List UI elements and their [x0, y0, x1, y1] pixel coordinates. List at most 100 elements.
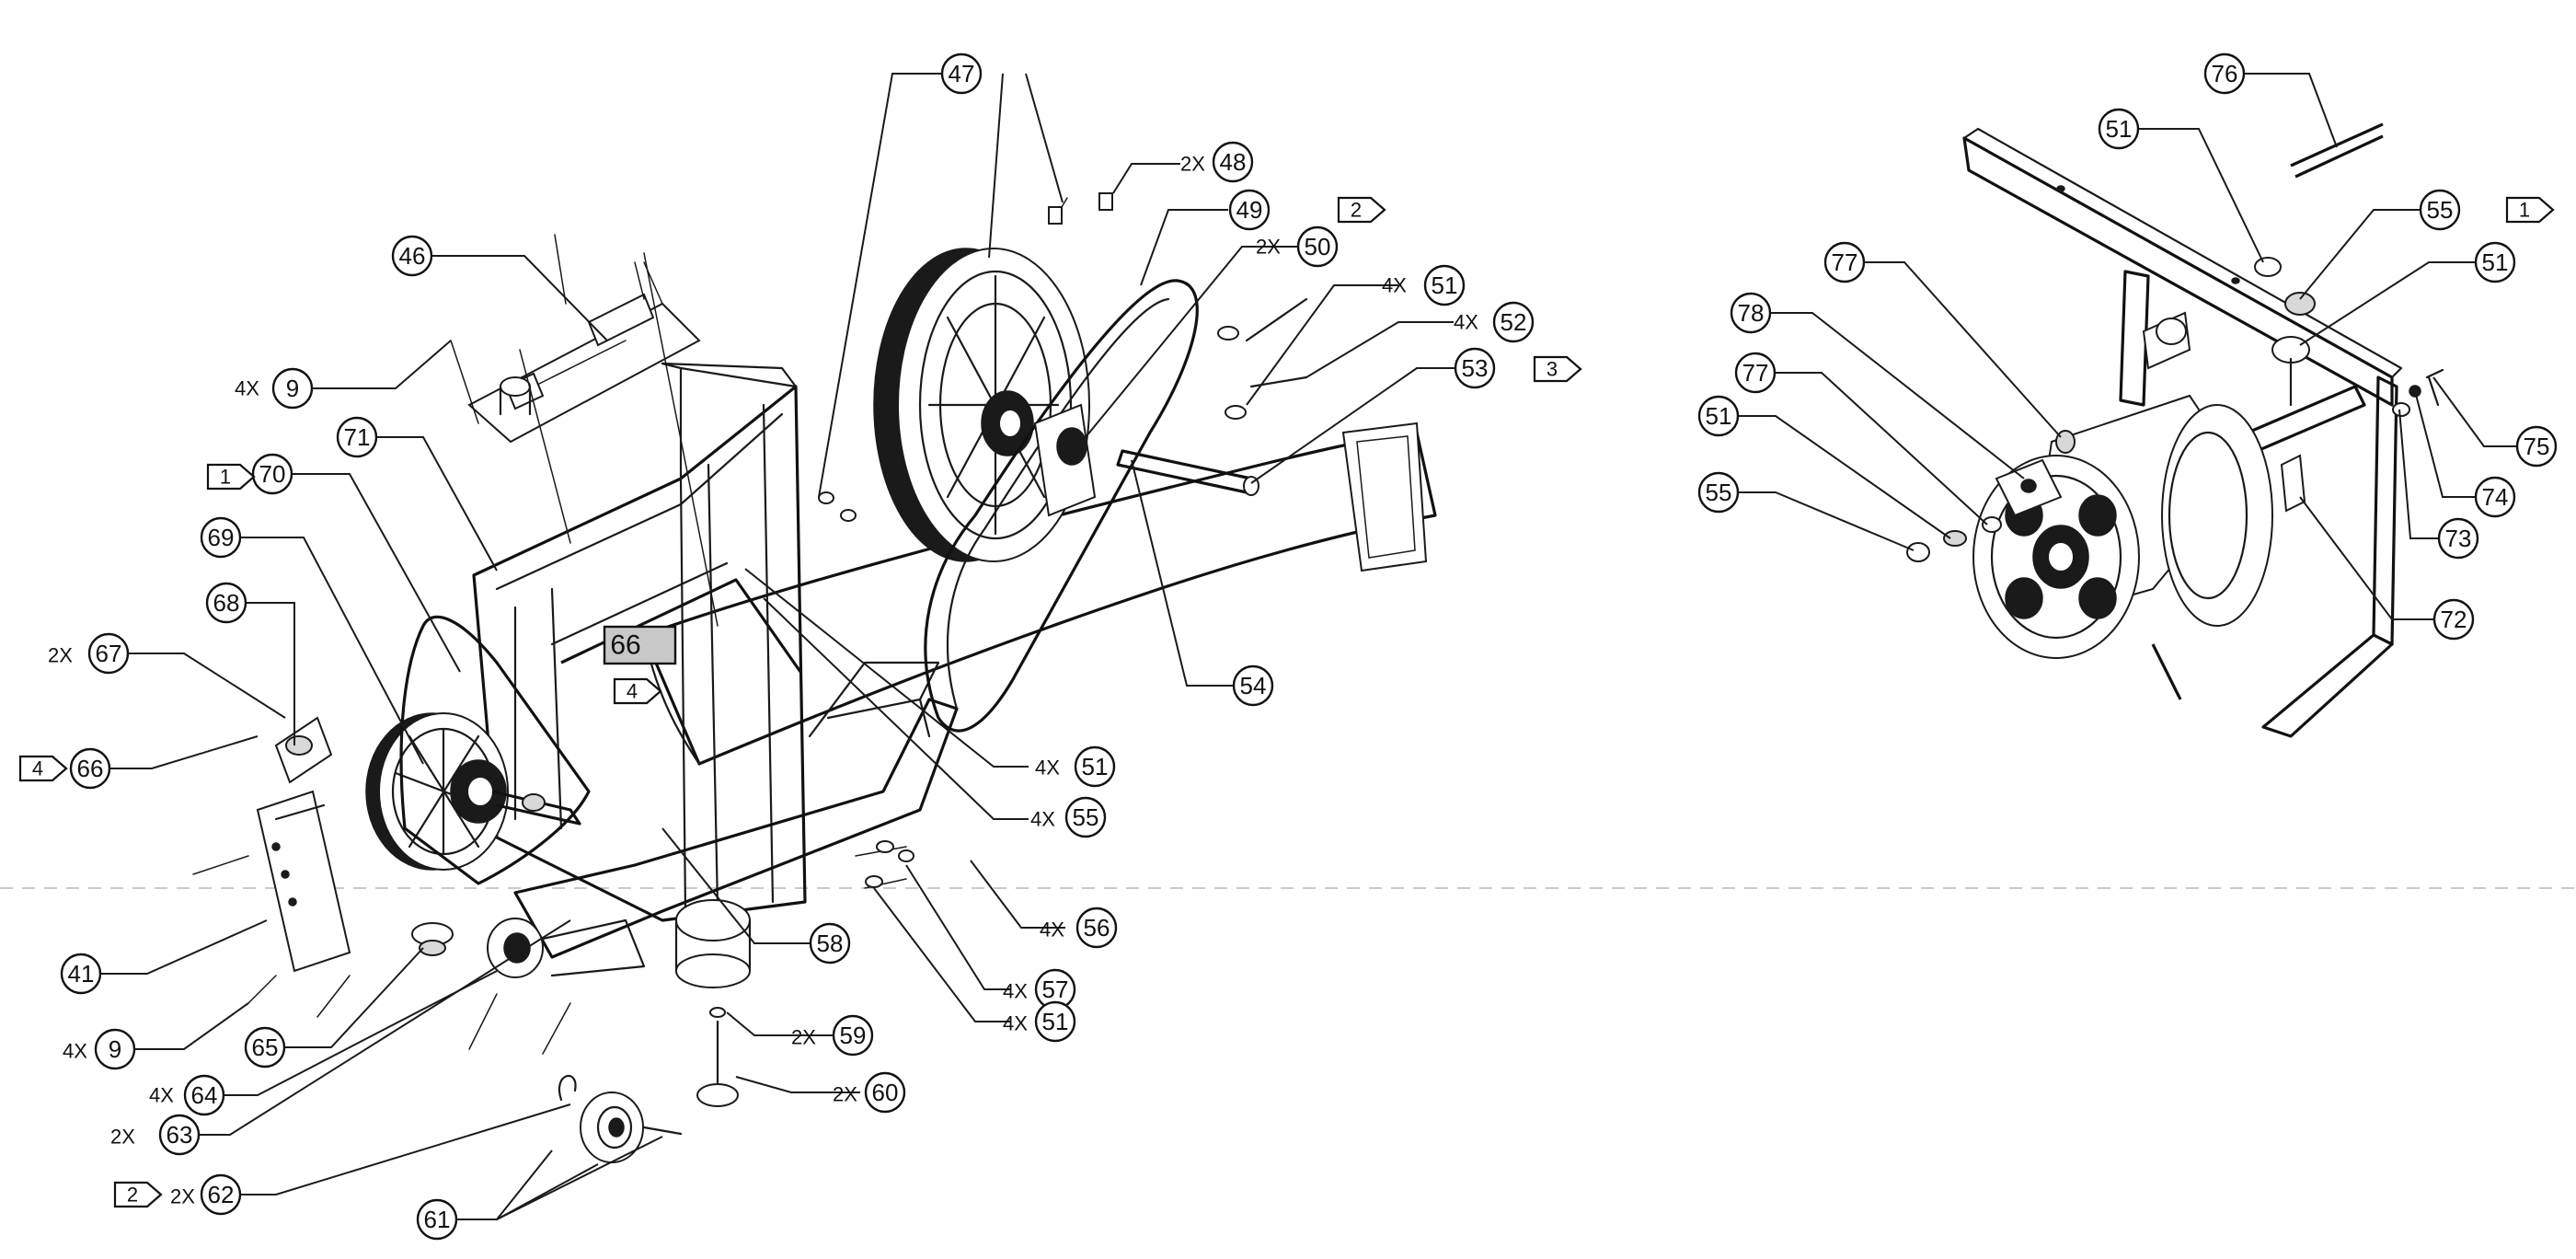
svg-text:4X: 4X	[63, 1040, 87, 1063]
svg-text:2: 2	[1351, 199, 1362, 222]
flag-3: 3	[1533, 355, 1582, 383]
svg-text:2X: 2X	[791, 1026, 816, 1049]
svg-text:4: 4	[627, 680, 638, 703]
svg-text:77: 77	[1832, 248, 1858, 276]
leader-lines	[101, 73, 2516, 1220]
svg-text:58: 58	[817, 930, 844, 957]
callout-61: 61	[416, 1198, 458, 1241]
svg-text:2X: 2X	[170, 1185, 195, 1208]
top-bracket-plate	[467, 302, 701, 444]
svg-text:68: 68	[213, 589, 240, 617]
callout-63: 2X 63	[110, 1114, 201, 1156]
svg-text:2: 2	[127, 1184, 138, 1207]
callout-41: 41	[60, 953, 102, 995]
svg-text:4X: 4X	[1030, 808, 1055, 831]
svg-text:71: 71	[344, 423, 371, 451]
callout-67: 2X 67	[48, 632, 130, 675]
mount-foot	[2261, 633, 2394, 738]
callout-60: 2X 60	[833, 1071, 906, 1114]
motor-generator	[1972, 394, 2273, 700]
reference-flags: 2 3 1 4 4 2 1	[18, 196, 2555, 1208]
callout-9-a: 4X 9	[235, 367, 314, 410]
callout-78: 78	[1730, 292, 1772, 334]
svg-text:59: 59	[840, 1022, 867, 1049]
callout-69: 69	[200, 516, 242, 559]
svg-text:47: 47	[949, 60, 975, 87]
svg-text:46: 46	[399, 242, 426, 270]
svg-text:49: 49	[1236, 196, 1263, 224]
right-assembly	[1906, 122, 2444, 738]
svg-text:64: 64	[191, 1081, 218, 1109]
svg-text:4X: 4X	[1003, 980, 1028, 1003]
svg-text:67: 67	[96, 640, 122, 667]
callout-64: 4X 64	[149, 1074, 225, 1116]
callout-51-a: 4X 51	[1382, 264, 1466, 306]
svg-text:61: 61	[424, 1206, 451, 1233]
svg-text:78: 78	[1738, 299, 1765, 327]
svg-text:53: 53	[1462, 354, 1489, 382]
label-box-66-text: 66	[610, 630, 640, 661]
callout-75: 75	[2515, 425, 2558, 468]
tensioner-assembly	[487, 918, 646, 978]
top-bolts	[450, 234, 719, 627]
svg-text:77: 77	[1742, 359, 1769, 387]
svg-text:55: 55	[1073, 803, 1099, 831]
svg-text:2X: 2X	[48, 644, 73, 667]
drive-belt-large	[924, 279, 1199, 733]
callout-77-b: 77	[1734, 352, 1777, 394]
callout-76: 76	[2203, 52, 2246, 95]
svg-text:72: 72	[2441, 606, 2467, 633]
callout-52: 4X 52	[1454, 301, 1535, 343]
callout-56: 4X 56	[1040, 907, 1118, 949]
callout-51-d: 51	[2098, 108, 2140, 150]
callout-49: 49	[1228, 189, 1271, 231]
svg-text:4X: 4X	[1454, 311, 1478, 334]
svg-text:4X: 4X	[235, 377, 259, 400]
svg-text:75: 75	[2524, 433, 2550, 460]
callout-74: 74	[2474, 476, 2516, 518]
callout-55-b: 55	[2419, 189, 2461, 231]
callout-71: 71	[336, 416, 378, 458]
svg-text:2X: 2X	[1256, 236, 1281, 259]
tube-end-flange	[1341, 422, 1428, 572]
clip-72	[2280, 454, 2306, 513]
svg-text:4: 4	[32, 757, 43, 780]
svg-text:60: 60	[872, 1079, 899, 1106]
flag-4-left: 4	[18, 755, 68, 782]
mount-post-right	[2372, 375, 2398, 646]
callout-51-f: 51	[1697, 395, 1740, 437]
svg-text:2X: 2X	[1180, 153, 1205, 176]
callout-58: 58	[809, 922, 851, 964]
svg-text:69: 69	[208, 524, 235, 551]
callout-53: 53	[1454, 347, 1496, 389]
svg-text:50: 50	[1305, 233, 1331, 260]
callout-9-b: 4X 9	[63, 1028, 136, 1070]
svg-text:9: 9	[286, 375, 299, 402]
drive-belt-small	[399, 615, 591, 885]
svg-text:56: 56	[1084, 914, 1110, 941]
svg-text:55: 55	[1706, 479, 1732, 506]
mount-post-left	[2119, 270, 2150, 407]
callout-55-c: 55	[1697, 471, 1740, 514]
callout-68: 68	[205, 582, 247, 624]
svg-text:52: 52	[1501, 308, 1527, 336]
svg-text:2X: 2X	[110, 1126, 135, 1149]
callout-66: 66	[69, 747, 111, 790]
callout-51-b: 4X 51	[1003, 1000, 1076, 1043]
svg-text:70: 70	[259, 460, 286, 488]
callout-54: 54	[1232, 664, 1274, 707]
svg-text:57: 57	[1042, 976, 1069, 1003]
svg-text:54: 54	[1240, 672, 1267, 699]
flag-1-right: 1	[2505, 196, 2555, 224]
callout-62: 2X 62	[170, 1173, 242, 1216]
svg-text:9: 9	[109, 1035, 121, 1063]
svg-text:4X: 4X	[149, 1084, 174, 1107]
callout-51-e: 51	[2474, 241, 2516, 283]
callout-72: 72	[2432, 598, 2475, 641]
callout-50: 2X 50	[1256, 225, 1339, 268]
svg-text:4X: 4X	[1040, 918, 1064, 941]
svg-text:4X: 4X	[1003, 1012, 1028, 1035]
svg-text:4X: 4X	[1382, 274, 1407, 297]
svg-text:62: 62	[208, 1181, 235, 1208]
svg-text:51: 51	[1432, 271, 1458, 299]
